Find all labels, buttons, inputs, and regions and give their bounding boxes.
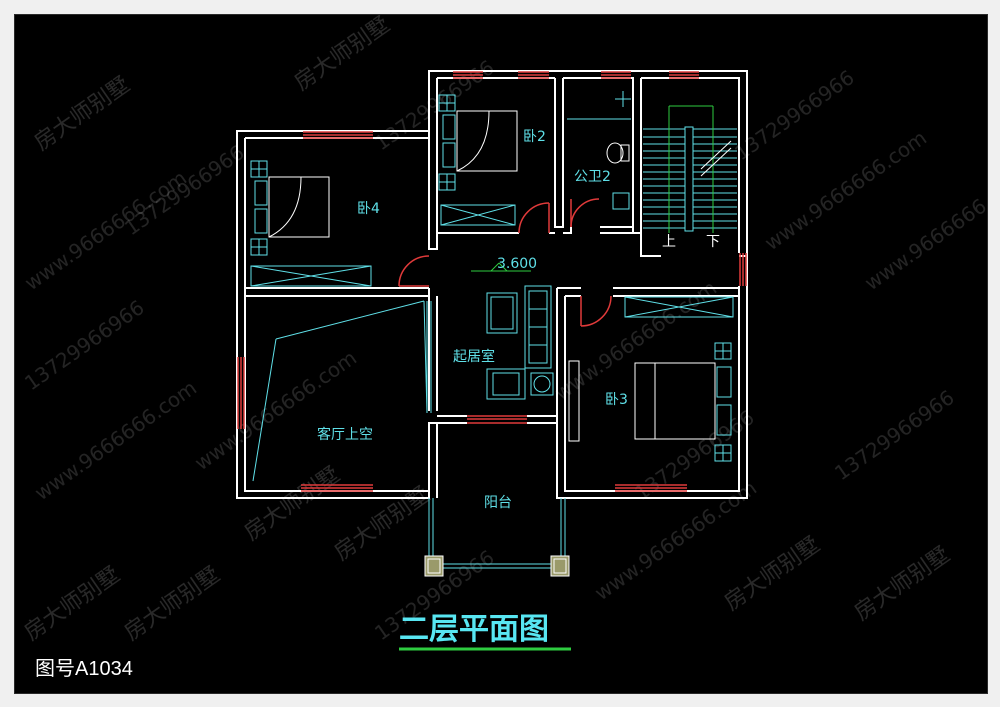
watermark-site: www.9666666.com — [190, 345, 361, 475]
watermark-brand: 房大师别墅 — [240, 462, 344, 546]
window-stair-right — [739, 253, 747, 286]
floor-plan: 房大师别墅 13729966966 www.9666666.com 房大师别墅 … — [20, 15, 987, 680]
fixtures — [250, 91, 737, 577]
bed-bedroom2 — [438, 94, 518, 191]
label-living: 起居室 — [453, 348, 495, 365]
watermark-site: www.9666666.com — [20, 165, 191, 295]
sofa-set — [486, 285, 554, 400]
watermark-brand: 房大师别墅 — [120, 562, 224, 646]
window-stair-top — [669, 71, 699, 79]
wardrobe-bedroom4 — [250, 265, 372, 287]
balcony-railing — [424, 498, 570, 577]
watermark-layer: 房大师别墅 13729966966 www.9666666.com 房大师别墅 … — [20, 15, 987, 646]
watermark-brand: 房大师别墅 — [290, 15, 394, 96]
watermark-brand: 房大师别墅 — [850, 542, 954, 626]
watermark-site: www.9666666.com — [760, 125, 931, 255]
label-bedroom4: 卧4 — [357, 201, 380, 217]
label-bathroom2: 公卫2 — [574, 169, 611, 185]
watermark-site: www.9666666.com — [30, 375, 201, 505]
watermark-site: www.9666666.com — [550, 275, 721, 405]
bathroom-fixtures — [567, 91, 631, 210]
drawing-number: 图号A1034 — [35, 658, 133, 680]
watermark-brand: 房大师别墅 — [330, 482, 434, 566]
label-bedroom3: 卧3 — [605, 392, 628, 408]
window-bed4-top — [303, 131, 373, 139]
watermark-site: www.9666666.com — [860, 165, 987, 295]
watermark-phone: 13729966966 — [20, 295, 148, 395]
window-bed2-top — [453, 71, 549, 79]
watermark-phone: 13729966966 — [120, 140, 248, 240]
label-stair-up: 上 — [662, 234, 676, 250]
watermark-phone: 13729966966 — [830, 385, 958, 485]
window-bath-top — [601, 71, 631, 79]
bed-bedroom4 — [250, 160, 330, 256]
window-void-left — [237, 357, 245, 429]
stair — [643, 105, 737, 233]
drawing-title: 二层平面图 — [399, 612, 549, 647]
label-open-to-below: 客厅上空 — [317, 426, 373, 443]
wardrobe-bedroom2 — [440, 204, 516, 226]
watermark-brand: 房大师别墅 — [720, 532, 824, 616]
windows — [237, 71, 747, 492]
window-balcony-door — [467, 415, 527, 424]
window-void-bottom — [301, 484, 373, 492]
window-bed3-bottom — [615, 484, 687, 492]
watermark-brand: 房大师别墅 — [20, 562, 124, 646]
bed-bedroom3 — [568, 296, 734, 462]
level-mark-text: 3.600 — [497, 256, 537, 272]
doors — [398, 198, 612, 327]
drawing-canvas: 房大师别墅 13729966966 www.9666666.com 房大师别墅 … — [14, 14, 988, 694]
door-bed2 — [518, 202, 550, 234]
label-stair-down: 下 — [706, 234, 720, 250]
watermark-phone: 13729966966 — [730, 65, 858, 165]
watermark-brand: 房大师别墅 — [30, 72, 134, 156]
door-bath — [570, 198, 600, 228]
label-balcony: 阳台 — [484, 495, 512, 511]
label-bedroom2: 卧2 — [523, 129, 546, 145]
door-bed4 — [398, 255, 430, 287]
door-bed3 — [580, 295, 612, 327]
level-mark — [471, 262, 531, 272]
void-outline — [252, 300, 432, 482]
